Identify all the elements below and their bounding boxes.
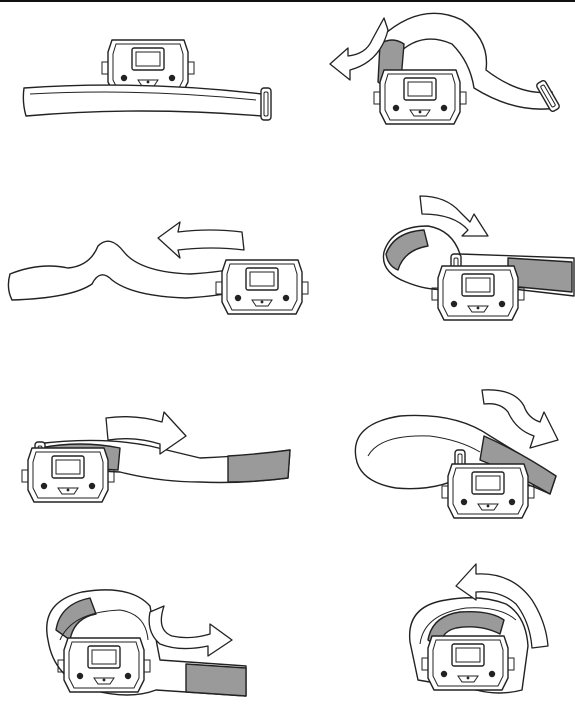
step-6-panel bbox=[355, 390, 558, 518]
monitor-device-icon bbox=[216, 260, 308, 314]
step-2-panel bbox=[330, 13, 560, 124]
step-1-panel bbox=[23, 40, 271, 120]
strap-icon bbox=[23, 85, 262, 116]
strap-icon bbox=[8, 241, 246, 300]
step-5-panel bbox=[22, 412, 290, 502]
buckle-icon bbox=[261, 88, 271, 120]
step-7-panel bbox=[47, 590, 246, 696]
monitor-device-icon bbox=[422, 636, 514, 690]
direction-arrow-icon bbox=[158, 222, 244, 258]
step-8-panel bbox=[410, 564, 548, 693]
monitor-device-icon bbox=[442, 464, 534, 518]
monitor-device-icon bbox=[432, 266, 524, 320]
velcro-pad-icon bbox=[228, 450, 290, 482]
monitor-device-icon bbox=[22, 448, 114, 502]
step-4-panel bbox=[383, 196, 574, 320]
velcro-pad-icon bbox=[186, 664, 246, 696]
monitor-device-icon bbox=[374, 70, 466, 124]
direction-arrow-icon bbox=[149, 606, 232, 656]
step-3-panel bbox=[8, 222, 308, 314]
monitor-device-icon bbox=[58, 638, 150, 692]
